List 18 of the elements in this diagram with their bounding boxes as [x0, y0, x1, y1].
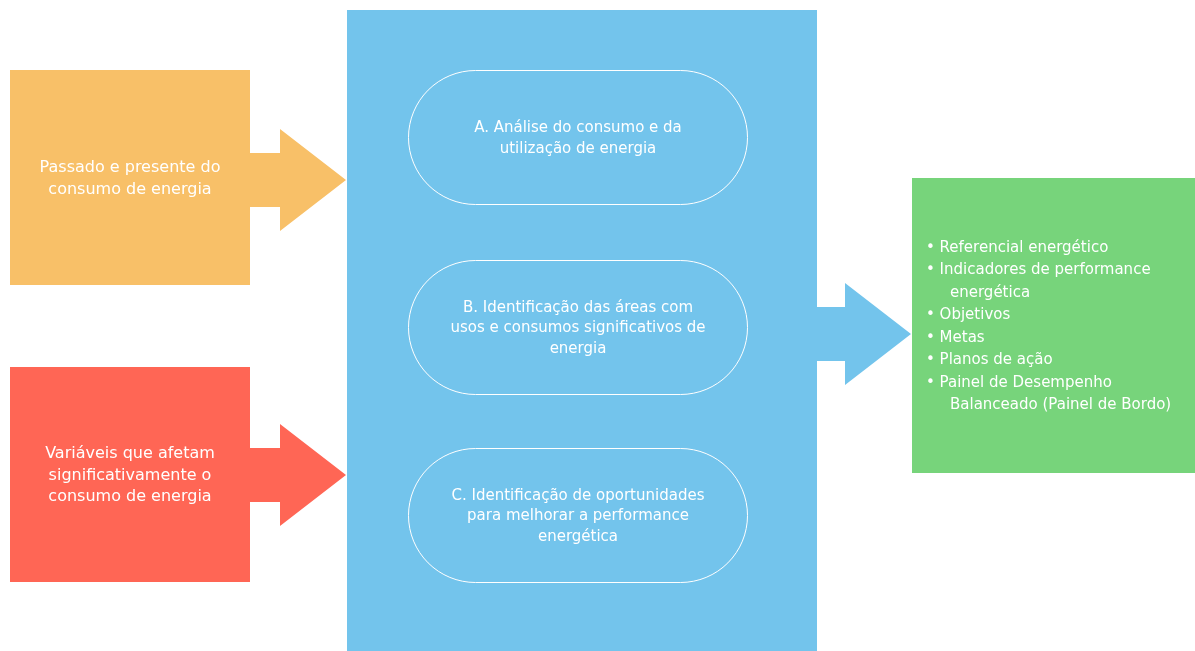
list-item: • Indicadores de performance energética: [926, 259, 1152, 303]
source-box: [10, 367, 250, 582]
output-box: [912, 178, 1195, 473]
list-item: • Objetivos: [926, 304, 1012, 325]
node-label: Passado e presente do consumo de energia: [38, 155, 222, 200]
node-label: A. Análise do consumo e da utilização de energia: [473, 117, 683, 158]
source-box: [10, 70, 250, 285]
block-arrow: [250, 129, 346, 231]
list-item: • Referencial energético: [926, 236, 1110, 258]
process-panel: [347, 10, 817, 651]
list-item: • Painel de Desempenho Balanceado (Painel de Bordo): [926, 371, 1173, 415]
node-label: C. Identificação de oportunidades para melhorar a performance energética: [450, 485, 706, 546]
node-label: Variáveis que afetam significativamente o consumo de energia: [44, 442, 216, 507]
list-item: • Metas: [926, 326, 986, 348]
block-arrow: [817, 283, 911, 385]
block-arrow: [250, 424, 346, 526]
node-label: B. Identificação das áreas com usos e consumos significativos de energia: [449, 297, 707, 358]
list-item: • Planos de ação: [926, 349, 1054, 370]
